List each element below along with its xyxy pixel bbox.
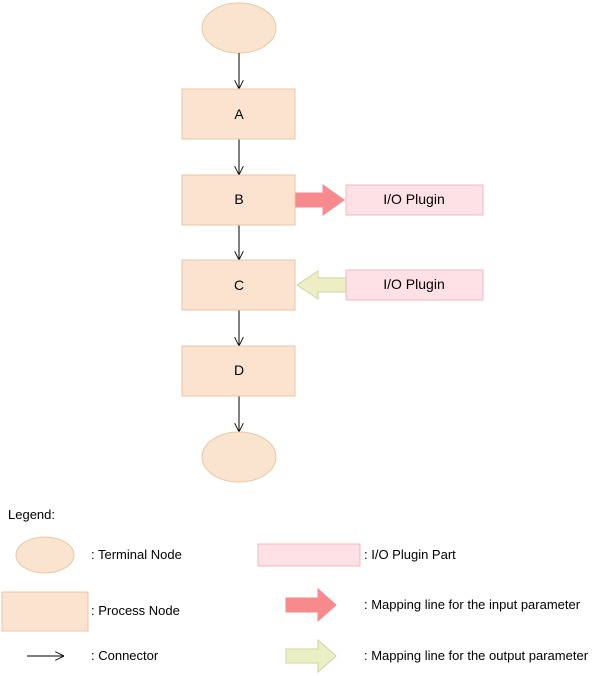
output-mapping-arrow <box>296 270 347 300</box>
process-node-c-label: C <box>234 277 244 293</box>
legend-process-icon <box>1 591 89 632</box>
input-mapping-arrow <box>295 184 345 216</box>
start-terminal-node <box>201 2 277 54</box>
process-node-d: D <box>181 345 296 397</box>
legend-plugin-icon <box>257 543 361 567</box>
legend-connector-label: : Connector <box>91 648 159 663</box>
legend-output-mapping-label: : Mapping line for the output parameter <box>364 648 589 663</box>
legend-output-mapping-icon <box>285 638 337 674</box>
legend-plugin-label: : I/O Plugin Part <box>364 547 456 562</box>
process-node-b: B <box>181 174 296 226</box>
io-plugin-output: I/O Plugin <box>345 269 484 301</box>
io-plugin-input-label: I/O Plugin <box>383 191 444 207</box>
process-node-a: A <box>181 88 296 140</box>
legend-terminal-icon <box>15 536 75 574</box>
end-terminal-node <box>201 431 277 483</box>
process-node-c: C <box>181 259 296 311</box>
legend-input-mapping-label: : Mapping line for the input parameter <box>364 597 581 612</box>
io-plugin-output-label: I/O Plugin <box>383 276 444 292</box>
legend-input-mapping-icon <box>285 587 337 623</box>
io-plugin-input: I/O Plugin <box>345 184 484 216</box>
process-node-d-label: D <box>234 362 244 378</box>
process-node-a-label: A <box>234 106 244 122</box>
legend-title: Legend: <box>8 507 55 522</box>
legend-terminal-label: : Terminal Node <box>91 547 182 562</box>
process-node-b-label: B <box>234 191 243 207</box>
legend-process-label: : Process Node <box>91 603 180 618</box>
